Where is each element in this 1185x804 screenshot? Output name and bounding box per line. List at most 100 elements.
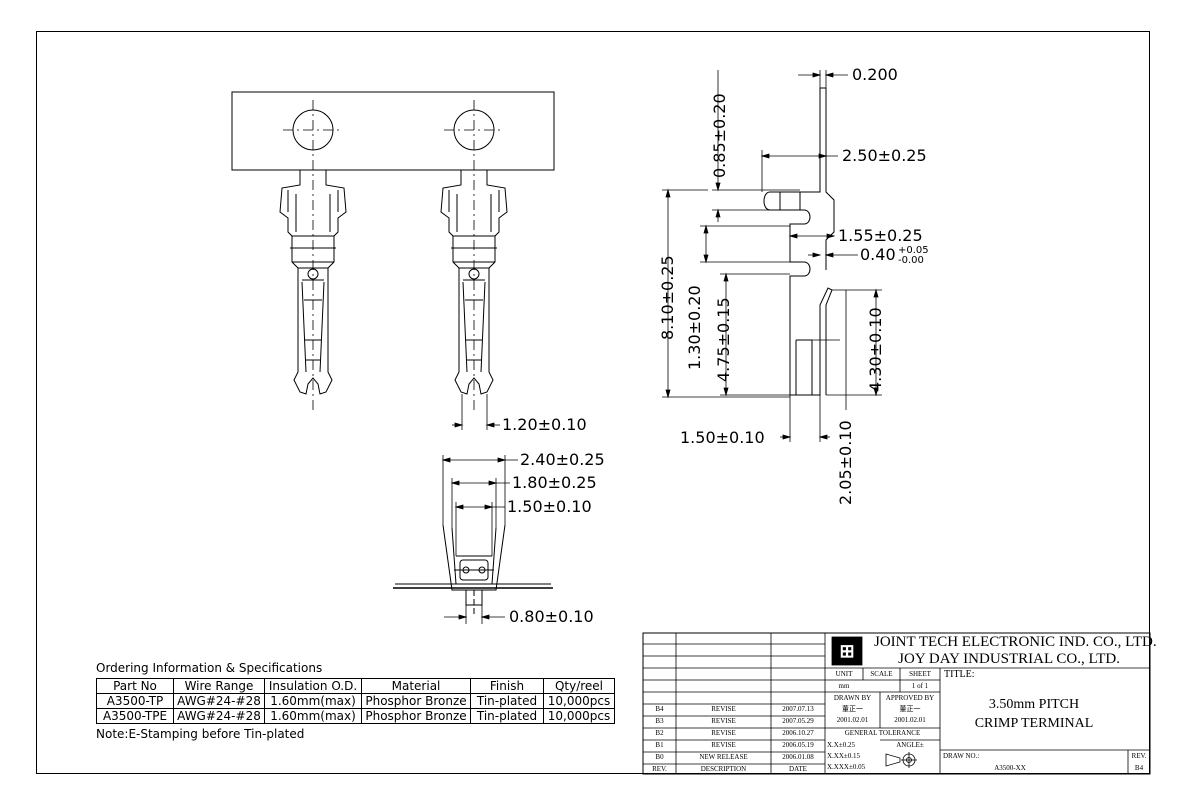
unit-value: mm (838, 682, 850, 690)
rev-row-rev: B0 (655, 753, 664, 761)
ordering-note: Note:E-Stamping before Tin-plated (96, 727, 305, 741)
dim-1-80: 1.80±0.25 (512, 473, 597, 492)
rev-row-rev: B2 (655, 729, 664, 737)
rev-header: REV. (652, 765, 667, 773)
logo-mark: ⊞ (839, 641, 855, 661)
cell: A3500-TPE (96, 708, 174, 724)
tolerance-3: X.XXX±0.05 (827, 763, 866, 771)
cell: 1.60mm(max) (264, 708, 362, 724)
approved-by: 董正一 (899, 705, 921, 713)
dim-2-50: 2.50±0.25 (842, 146, 927, 165)
sheet-label: SHEET (909, 670, 931, 678)
front-view (393, 455, 553, 624)
dim-1-20: 1.20±0.10 (502, 415, 587, 434)
rev-row-desc: REVISE (711, 729, 736, 737)
drawn-date: 2001.02.01 (836, 716, 869, 724)
side-view (662, 70, 882, 442)
table-row: A3500-TP AWG#24-#28 1.60mm(max) Phosphor… (96, 693, 615, 709)
dim-8-10: 8.10±0.25 (658, 255, 677, 340)
top-view (231, 91, 555, 430)
col-wire-range: Wire Range (173, 678, 265, 694)
cell: Tin-plated (470, 708, 544, 724)
drawing-frame (36, 31, 1150, 774)
col-qty: Qty/reel (543, 678, 615, 694)
dim-1-20-lines (452, 394, 500, 430)
scale-label: SCALE (870, 670, 893, 678)
company-name-1: JOINT TECH ELECTRONIC IND. CO., LTD. (874, 634, 1157, 650)
dim-2-05: 2.05±0.10 (836, 420, 855, 505)
cell: Phosphor Bronze (361, 693, 471, 709)
terminal-left (279, 170, 347, 395)
rev-row-desc: REVISE (711, 705, 736, 713)
cell: 1.60mm(max) (264, 693, 362, 709)
side-dim-lines (662, 70, 882, 442)
rev-row-rev: B1 (655, 741, 664, 749)
general-tolerance-label: GENERAL TOLERANCE (844, 729, 921, 737)
drawn-by: 董正一 (842, 705, 863, 713)
dim-2-40: 2.40±0.25 (520, 450, 605, 469)
rev-row-desc: REVISE (711, 717, 736, 725)
dim-1-55: 1.55±0.25 (838, 226, 923, 245)
table-row: A3500-TPE AWG#24-#28 1.60mm(max) Phospho… (96, 708, 615, 724)
rev-row-date: 2006.01.08 (782, 753, 814, 761)
dim-4-30: 4.30±0.10 (866, 307, 885, 392)
col-insulation: Insulation O.D. (264, 678, 362, 694)
cell: 10,000pcs (543, 693, 615, 709)
cell: AWG#24-#28 (173, 708, 265, 724)
sheet-value: 1 of 1 (911, 682, 929, 690)
rev-row-desc: REVISE (711, 741, 736, 749)
rev-row-rev: B4 (655, 705, 664, 713)
col-part-no: Part No (96, 678, 174, 694)
ordering-title: Ordering Information & Specifications (96, 661, 323, 675)
cell: Phosphor Bronze (361, 708, 471, 724)
rev-row-desc: NEW RELEASE (699, 753, 748, 761)
company-name-2: JOY DAY INDUSTRIAL CO., LTD. (898, 651, 1120, 667)
cell: A3500-TP (96, 693, 174, 709)
dim-1-50-rear: 1.50±0.10 (680, 428, 765, 447)
rev-row-date: 2006.05.19 (782, 741, 814, 749)
tolerance-1: X.X±0.25 (827, 741, 855, 749)
carrier-strip (231, 91, 555, 171)
dim-0-80: 0.80±0.10 (509, 607, 594, 626)
col-finish: Finish (470, 678, 544, 694)
dim-4-75: 4.75±0.15 (714, 297, 733, 382)
rev-row-rev: B3 (655, 717, 664, 725)
terminal-right (440, 170, 508, 395)
title-block-grid (642, 632, 1151, 775)
dim-0-200: 0.200 (852, 65, 898, 84)
cell: Tin-plated (470, 693, 544, 709)
dim-1-50-front: 1.50±0.10 (507, 497, 592, 516)
drawing-title-2: CRIMP TERMINAL (974, 716, 1094, 731)
date-header: DATE (789, 765, 807, 773)
front-dim-lines (441, 455, 518, 624)
dim-0-40-plus: +0.05 (898, 245, 929, 256)
dim-1-30: 1.30±0.20 (685, 285, 704, 370)
angle-label: ANGLE± (896, 741, 924, 749)
terminal-side-profile (763, 88, 833, 396)
ordering-header-row: Part No Wire Range Insulation O.D. Mater… (96, 678, 615, 694)
unit-label: UNIT (835, 670, 853, 678)
draw-no: A3500-XX (994, 764, 1026, 772)
rev-label: REV. (1131, 752, 1147, 760)
company-logo (831, 636, 863, 666)
cell: AWG#24-#28 (173, 693, 265, 709)
dim-0-40-minus: -0.00 (898, 255, 924, 266)
title-label: TITLE: (944, 669, 975, 680)
approved-by-label: APPROVED BY (885, 694, 935, 702)
tolerance-2: X.XX±0.15 (827, 752, 861, 760)
ordering-table: Part No Wire Range Insulation O.D. Mater… (96, 678, 615, 724)
dim-0-85: 0.85±0.20 (710, 93, 729, 178)
dim-0-40: 0.40 (860, 245, 896, 264)
rev-row-date: 2007.07.13 (782, 705, 814, 713)
cell: 10,000pcs (543, 708, 615, 724)
desc-header: DESCRIPTION (700, 765, 747, 773)
drawn-by-label: DRAWN BY (833, 694, 872, 702)
projection-symbol (885, 752, 917, 768)
drawing-title-1: 3.50mm PITCH (988, 697, 1080, 712)
draw-no-label: DRAW NO.: (943, 752, 980, 760)
rev-row-date: 2007.05.29 (782, 717, 814, 725)
col-material: Material (361, 678, 471, 694)
approved-date: 2001.02.01 (894, 716, 926, 724)
rev-value: B4 (1134, 764, 1144, 772)
